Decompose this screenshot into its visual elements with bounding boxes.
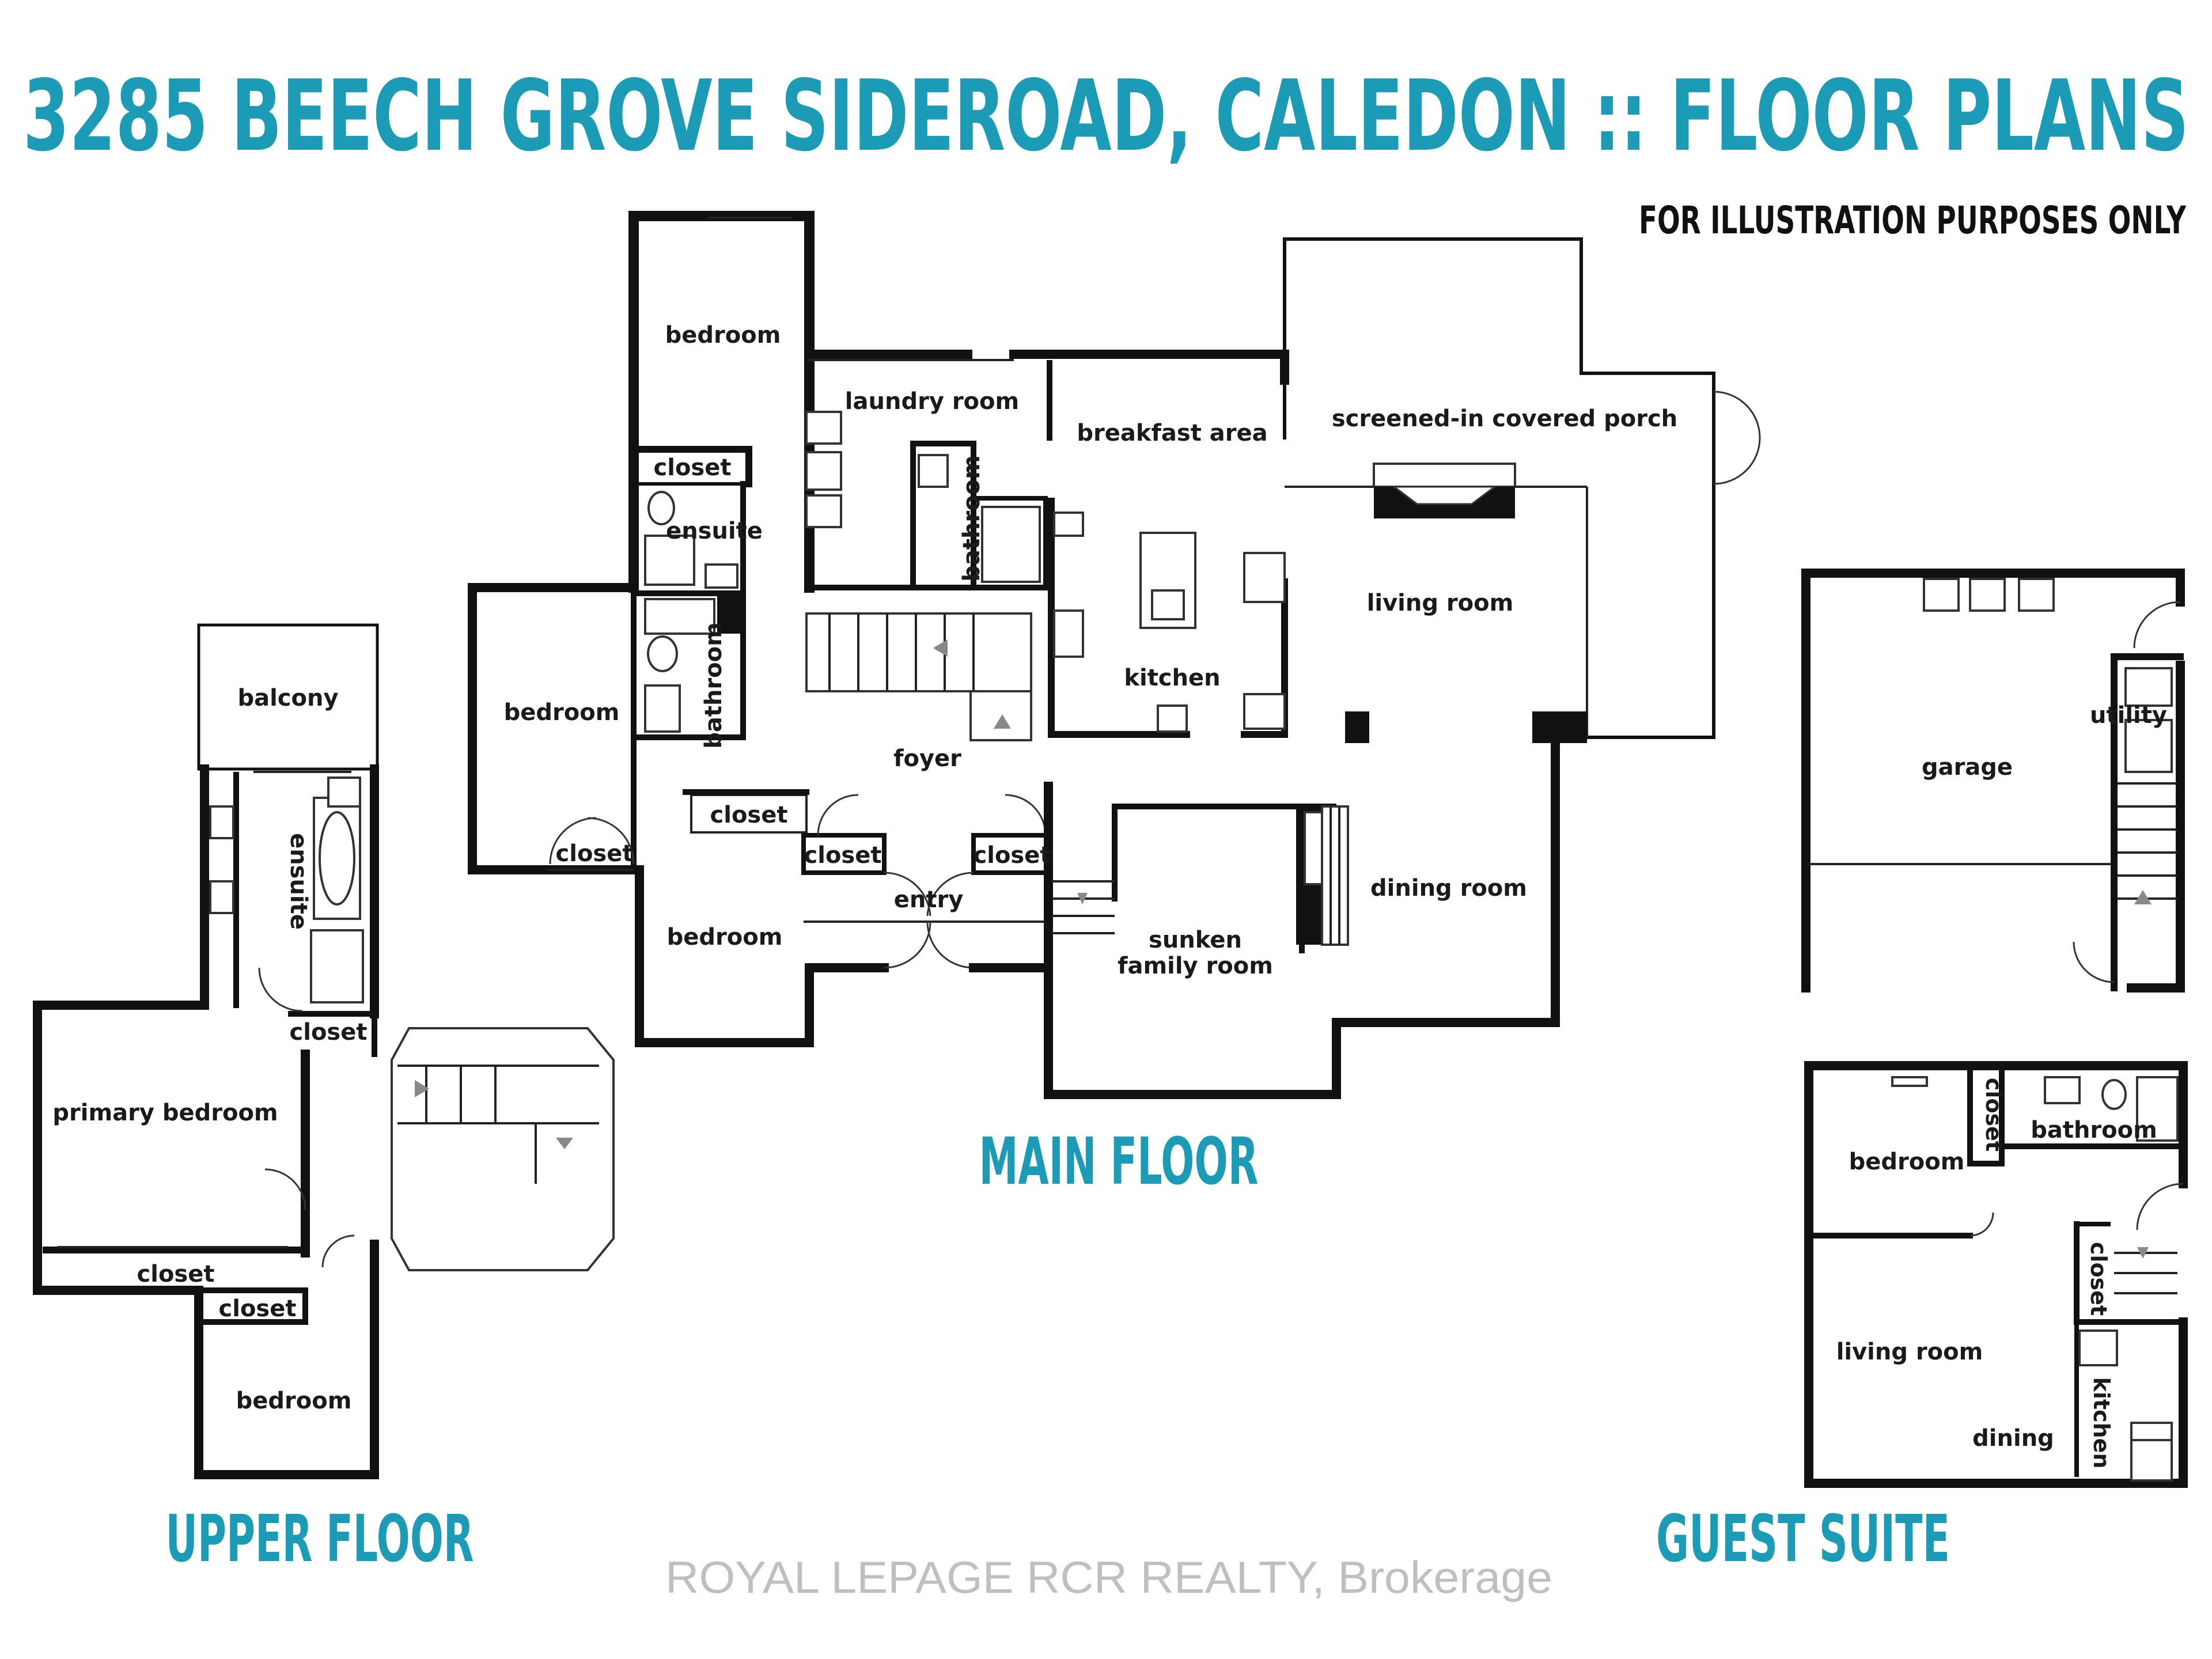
main-closet-d-label: closet: [974, 842, 1051, 869]
primary-bedroom-label: primary bedroom: [52, 1100, 278, 1126]
breakfast-area-label: breakfast area: [1077, 420, 1267, 446]
entry-label: entry: [894, 887, 964, 913]
main-bathroom-a-label: bathroom: [959, 455, 985, 582]
main-ensuite-label: ensuite: [666, 518, 763, 544]
main-bathroom-b-label: bathroom: [700, 622, 727, 749]
main-floor-room-labels: bedroom closet ensuite laundry room bath…: [504, 322, 1678, 979]
guest-dining-label: dining: [1972, 1425, 2054, 1452]
kitchen-label: kitchen: [1124, 665, 1220, 691]
upper-bedroom-label: bedroom: [236, 1388, 352, 1414]
main-bedroom-bottom-label: bedroom: [667, 924, 783, 950]
main-closet-b-label: closet: [556, 840, 634, 867]
page-title: 3285 BEECH GROVE SIDEROAD, CALEDON :: FL…: [23, 59, 2189, 173]
upper-closet-a-label: closet: [290, 1019, 368, 1046]
guest-closet-b-label: closet: [2086, 1242, 2111, 1316]
guest-suite-title: GUEST SUITE: [1656, 1502, 1950, 1577]
main-closet-c-label: closet: [804, 842, 882, 869]
dining-room-label: dining room: [1370, 875, 1527, 902]
guest-bathroom-label: bathroom: [2031, 1117, 2157, 1143]
laundry-room-label: laundry room: [845, 388, 1019, 415]
upper-ensuite-label: ensuite: [285, 833, 312, 930]
upper-floor-title: UPPER FLOOR: [166, 1502, 474, 1577]
illustration-note: FOR ILLUSTRATION PURPOSES ONLY: [1639, 198, 2187, 243]
guest-bedroom-label: bedroom: [1849, 1149, 1965, 1175]
main-closet-a-label: closet: [710, 802, 788, 828]
foyer-label: foyer: [893, 745, 961, 772]
family-room-label-line2: family room: [1118, 953, 1273, 979]
garage-room-labels: garage utility: [1922, 702, 2167, 781]
upper-floor-room-labels: balcony ensuite closet primary bedroom c…: [52, 685, 367, 1414]
balcony-label: balcony: [237, 685, 338, 711]
watermark: ROYAL LEPAGE RCR REALTY, Brokerage: [665, 1552, 1552, 1603]
family-room-label-line1: sunken: [1149, 927, 1242, 953]
guest-suite-room-labels: bedroom closet bathroom closet living ro…: [1836, 1078, 2157, 1469]
garage-plan: [1801, 569, 2185, 993]
main-bedroom-top-label: bedroom: [665, 322, 781, 349]
main-floor-title: MAIN FLOOR: [979, 1124, 1259, 1199]
upper-closet-c-label: closet: [219, 1296, 297, 1322]
porch-label: screened-in covered porch: [1332, 406, 1677, 432]
main-living-room-label: living room: [1367, 590, 1514, 616]
upper-floor-plan: [33, 623, 615, 1479]
main-floor-plan: [468, 211, 1761, 1099]
guest-closet-a-label: closet: [1981, 1078, 2006, 1152]
garage-label: garage: [1922, 754, 2013, 781]
upper-closet-b-label: closet: [137, 1261, 215, 1287]
main-bedroom-left-label: bedroom: [504, 699, 620, 726]
utility-label: utility: [2090, 702, 2167, 729]
guest-suite-plan: [1804, 1061, 2188, 1488]
main-closet-top-label: closet: [654, 454, 732, 481]
guest-living-room-label: living room: [1836, 1339, 1983, 1365]
guest-kitchen-label: kitchen: [2089, 1377, 2114, 1469]
